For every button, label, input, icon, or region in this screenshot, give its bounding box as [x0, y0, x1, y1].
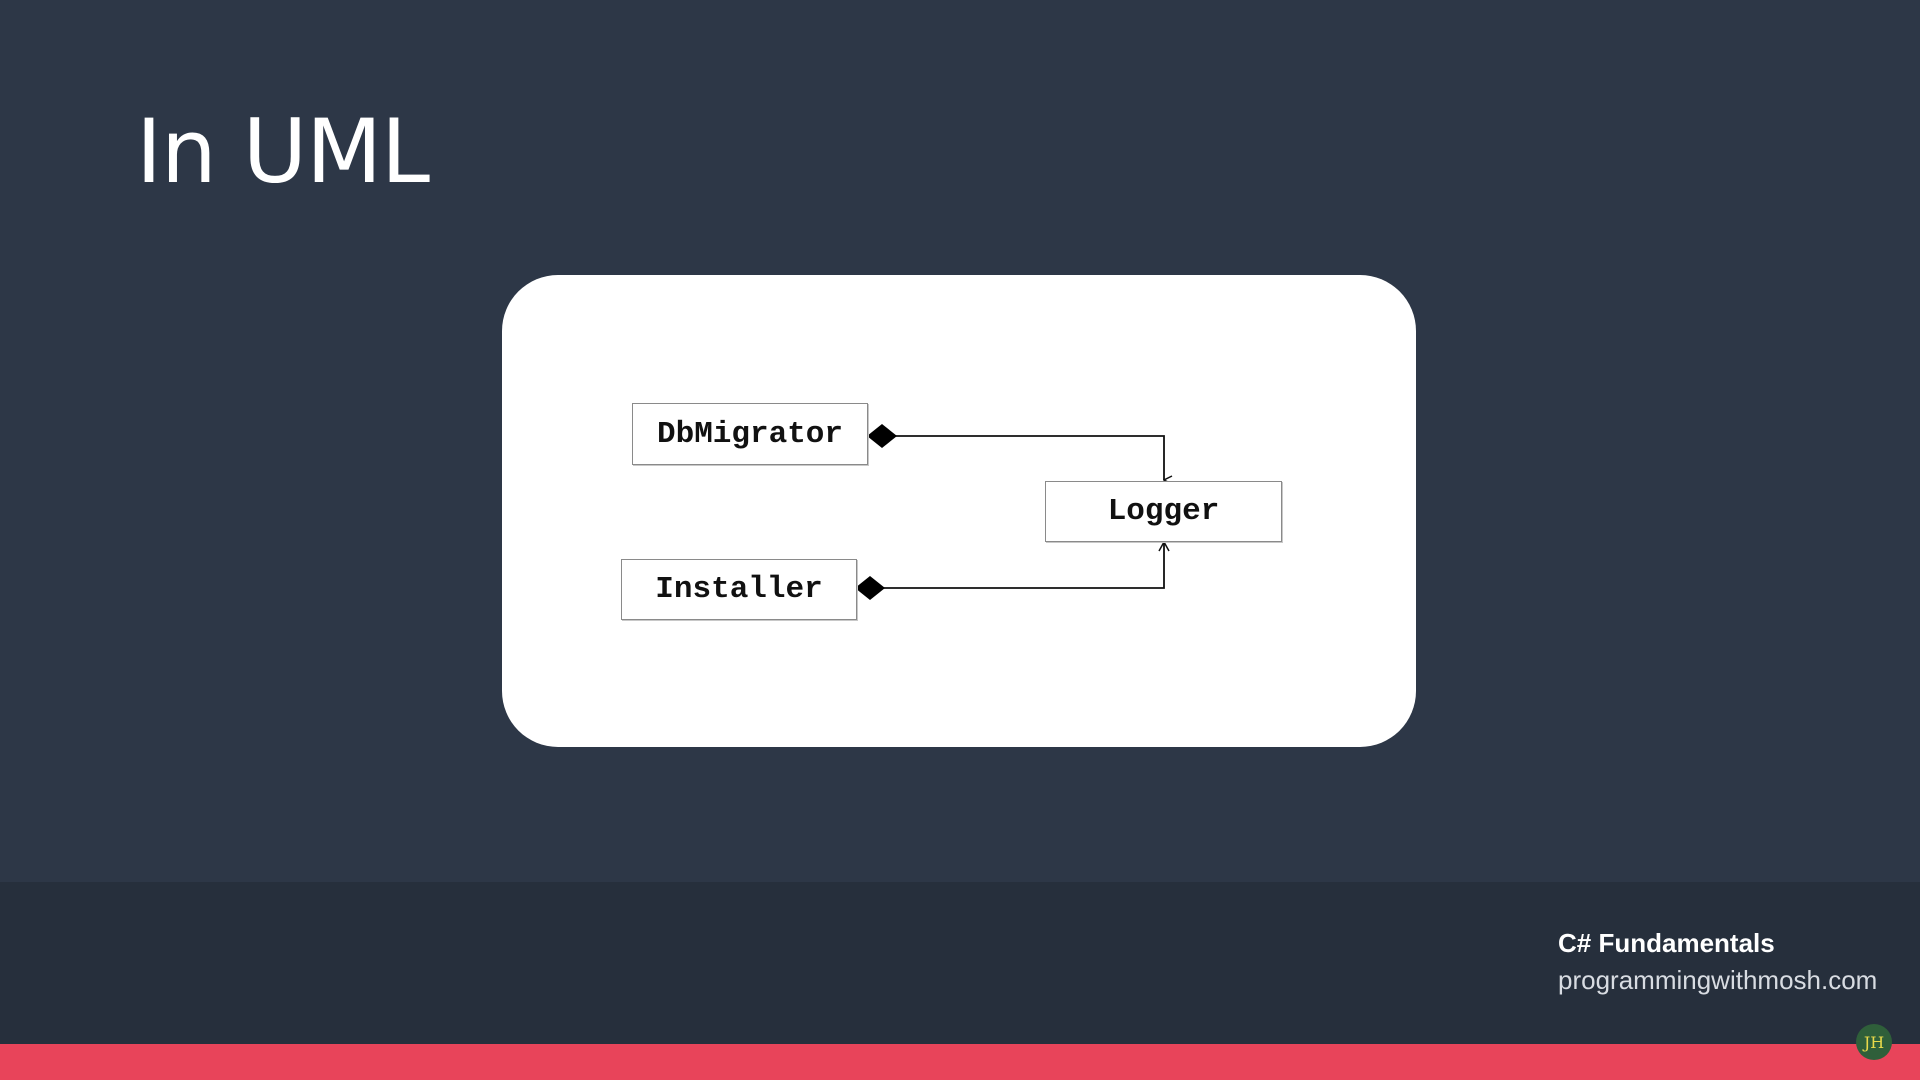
- uml-diagram-card: DbMigrator Logger Installer: [502, 275, 1416, 747]
- class-dbmigrator: DbMigrator: [632, 403, 868, 465]
- installer-logger-line: [870, 542, 1165, 589]
- class-logger: Logger: [1045, 481, 1282, 542]
- watermark-logo: JH: [1856, 1024, 1892, 1060]
- slide-title: In UML: [136, 100, 430, 203]
- footer-band: [0, 882, 1920, 1044]
- footer-site-url: programmingwithmosh.com: [1558, 965, 1878, 995]
- installer-composition-diamond: [855, 576, 885, 600]
- installer-logger-arrowhead: [1158, 540, 1170, 552]
- association-connectors: [855, 424, 1416, 600]
- dbmigrator-logger-composition: [867, 424, 1164, 480]
- accent-bar: [0, 1044, 1920, 1080]
- class-installer: Installer: [621, 559, 857, 620]
- dbmigrator-composition-diamond: [867, 424, 897, 448]
- footer-course-title: C# Fundamentals: [1558, 928, 1775, 958]
- dbmigrator-logger-line: [882, 435, 1164, 480]
- installer-logger-composition: [855, 540, 1170, 600]
